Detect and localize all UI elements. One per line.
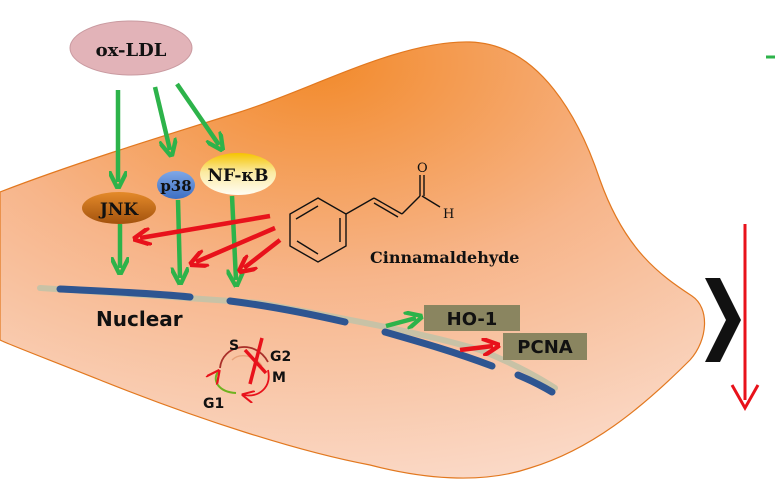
cycle-arc-left — [216, 372, 237, 394]
oxldl-activation-arrows — [118, 82, 219, 182]
nuclear-pore-dashes — [56, 285, 556, 396]
arrow-p38-nucleus — [178, 199, 180, 278]
nfkb-node — [200, 153, 276, 195]
jnk-node — [82, 192, 156, 224]
oxldl-label: ox-LDL — [96, 40, 167, 61]
nfkb-label: NF-κB — [207, 166, 268, 186]
arrow-ho1 — [385, 318, 416, 326]
phase-g1-label: G1 — [203, 396, 224, 412]
inhibition-arrows — [140, 213, 282, 268]
cinnamaldehyde-structure — [289, 175, 441, 263]
atom-o-label: O — [417, 161, 428, 176]
oxldl-node — [69, 20, 193, 76]
ho1-box — [424, 305, 520, 331]
arrow-inhibit-nfkb — [244, 238, 282, 268]
phase-m-label: M — [272, 370, 286, 386]
ho1-label: HO-1 — [447, 309, 498, 330]
phase-g2-label: G2 — [270, 349, 291, 365]
phase-s-label: S — [229, 338, 239, 354]
cycle-arc-top — [219, 346, 269, 369]
cell-body — [0, 41, 706, 479]
arrow-oxldl-nfkb — [175, 82, 219, 145]
pcna-label: PCNA — [517, 337, 572, 358]
arrow-oxldl-p38 — [152, 86, 170, 150]
cycle-arc-inner — [231, 355, 263, 367]
p38-label: p38 — [160, 177, 191, 195]
p38-node — [157, 171, 195, 199]
cell-cycle — [216, 337, 270, 396]
chevron-right-icon — [705, 278, 741, 362]
arrow-pcna — [459, 346, 493, 350]
cycle-arc-right — [244, 369, 270, 396]
down-arrow-head — [730, 384, 760, 412]
atom-h-label: H — [443, 207, 454, 222]
pcna-box — [503, 333, 587, 360]
nuclear-label: Nuclear — [96, 307, 183, 331]
cinnamaldehyde-label: Cinnamaldehyde — [370, 248, 519, 267]
jnk-label: JNK — [98, 200, 140, 220]
arrow-inhibit-p38 — [196, 225, 276, 262]
cycle-block-2 — [248, 337, 264, 385]
arrow-inhibit-jnk — [140, 213, 271, 238]
